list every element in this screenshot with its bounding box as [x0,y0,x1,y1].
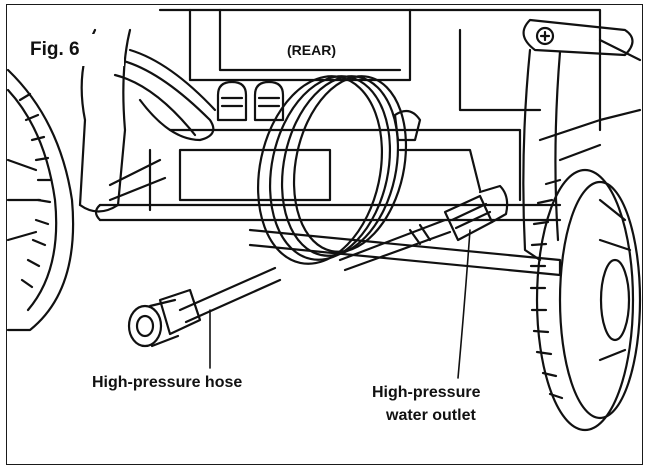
machine-body [108,8,642,212]
outlet-leader-line [457,229,471,379]
left-wheel [6,68,75,332]
fig-number-background [24,34,124,66]
figure-number: Fig. 6 [30,39,80,60]
base-frame [94,203,562,277]
water-outlet-label-line-2: water outlet [386,407,476,424]
view-label: (REAR) [287,42,336,58]
water-outlet-label-line-1: High-pressure [372,384,481,401]
high-pressure-hose-label: High-pressure hose [92,374,243,391]
view-label-background [282,38,366,64]
water-outlet-fitting [443,184,509,242]
hose-end-nut [127,266,282,348]
coiled-hose [256,75,408,265]
right-wheel [529,168,642,432]
coiled-hose-upper [113,48,217,142]
figure-frame [6,4,643,465]
hose-to-outlet [338,218,452,272]
leader-lines [209,229,471,379]
top-connectors [216,80,422,142]
right-handle [522,18,634,262]
